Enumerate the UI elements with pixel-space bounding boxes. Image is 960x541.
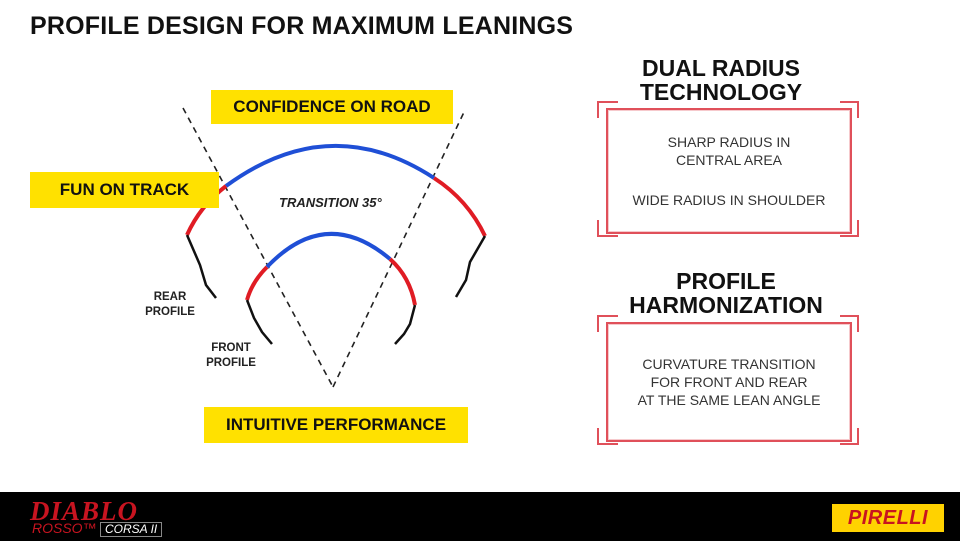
- front-profile-label: FRONT PROFILE: [206, 342, 256, 369]
- front-profile-sidewall-left: [245, 299, 273, 345]
- transition-angle-label: TRANSITION 35°: [279, 195, 382, 210]
- lean-line-left: [182, 107, 334, 388]
- profile-harmonization-text: CURVATURE TRANSITION FOR FRONT AND REAR …: [637, 356, 821, 408]
- front-profile-sidewall-right: [394, 304, 417, 345]
- rear-profile-shoulder-right: [432, 176, 487, 237]
- page-title: PROFILE DESIGN FOR MAXIMUM LEANINGS: [30, 12, 574, 40]
- pirelli-logo: PIRELLI: [832, 504, 944, 532]
- front-profile-center: [265, 231, 392, 269]
- lean-line-right: [332, 109, 466, 388]
- rear-profile-label: REAR PROFILE: [145, 291, 195, 318]
- profile-harmonization-heading: PROFILE HARMONIZATION: [629, 268, 823, 318]
- rosso-logo: ROSSO™: [32, 520, 97, 536]
- diablo-logo: DIABLO: [30, 496, 139, 526]
- dual-radius-heading: DUAL RADIUS TECHNOLOGY: [639, 55, 803, 105]
- rear-profile-sidewall-left: [185, 234, 217, 299]
- dual-radius-line-1: SHARP RADIUS IN CENTRAL AREA: [667, 134, 791, 168]
- front-profile-shoulder-left: [245, 265, 269, 301]
- rear-profile-center: [224, 144, 436, 188]
- profile-harmonization-box: CURVATURE TRANSITION FOR FRONT AND REAR …: [606, 322, 852, 442]
- label-fun-on-track: FUN ON TRACK: [30, 172, 219, 208]
- rear-profile-shoulder-left: [185, 184, 228, 236]
- profile-harmonization-box-corners: [597, 315, 859, 445]
- footer-bar: [0, 492, 960, 541]
- dual-radius-box: SHARP RADIUS IN CENTRAL AREA WIDE RADIUS…: [606, 108, 852, 234]
- corsa-logo: CORSA II: [100, 522, 163, 537]
- dual-radius-box-corners: [597, 101, 859, 237]
- front-profile-shoulder-right: [388, 257, 417, 306]
- label-confidence-on-road: CONFIDENCE ON ROAD: [211, 90, 453, 124]
- label-intuitive-performance: INTUITIVE PERFORMANCE: [204, 407, 468, 443]
- dual-radius-line-2: WIDE RADIUS IN SHOULDER: [632, 192, 826, 208]
- rear-profile-sidewall-right: [454, 235, 487, 298]
